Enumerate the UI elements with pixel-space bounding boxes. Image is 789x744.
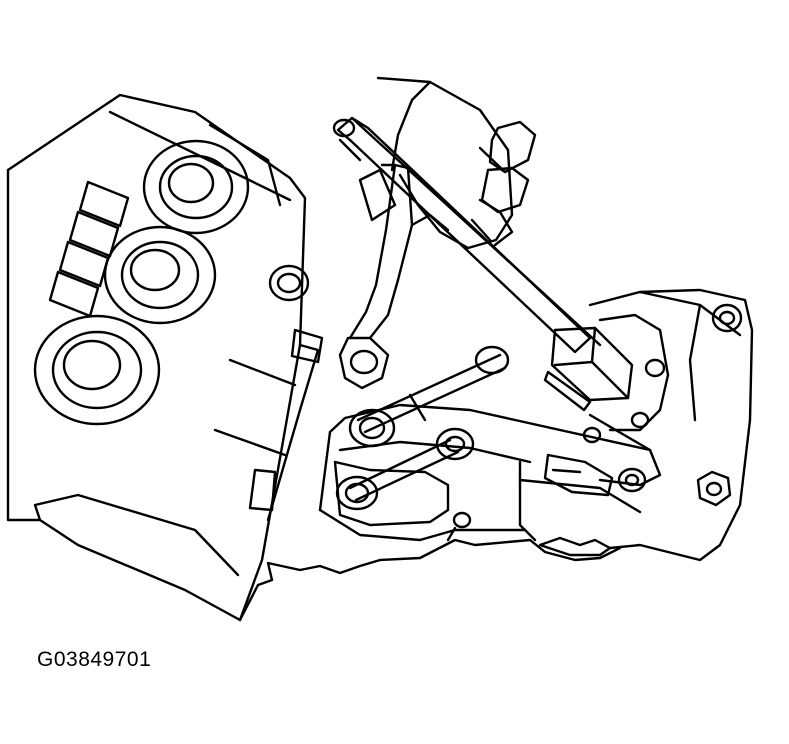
shifter-bracket: [318, 403, 662, 542]
mount-bolts: [452, 358, 666, 529]
bushing-upper: [348, 408, 396, 448]
drain-bolt: [696, 470, 732, 507]
wrench: [338, 163, 450, 390]
socket-adapter: [543, 326, 634, 412]
linkage-rod-upper: [356, 345, 510, 434]
linkage-rod-lower: [348, 427, 475, 502]
extension-bar: [332, 116, 602, 354]
bushing-lower: [335, 475, 379, 511]
lower-frame: [238, 526, 622, 622]
small-plug: [268, 264, 310, 302]
round-port-upper: [142, 139, 250, 235]
rectangular-vents: [48, 180, 130, 318]
round-port-middle: [103, 225, 217, 325]
hand: [376, 76, 537, 250]
round-port-lower: [33, 314, 161, 426]
figure-code-label: G03849701: [37, 648, 152, 671]
case-bolt: [711, 303, 743, 333]
